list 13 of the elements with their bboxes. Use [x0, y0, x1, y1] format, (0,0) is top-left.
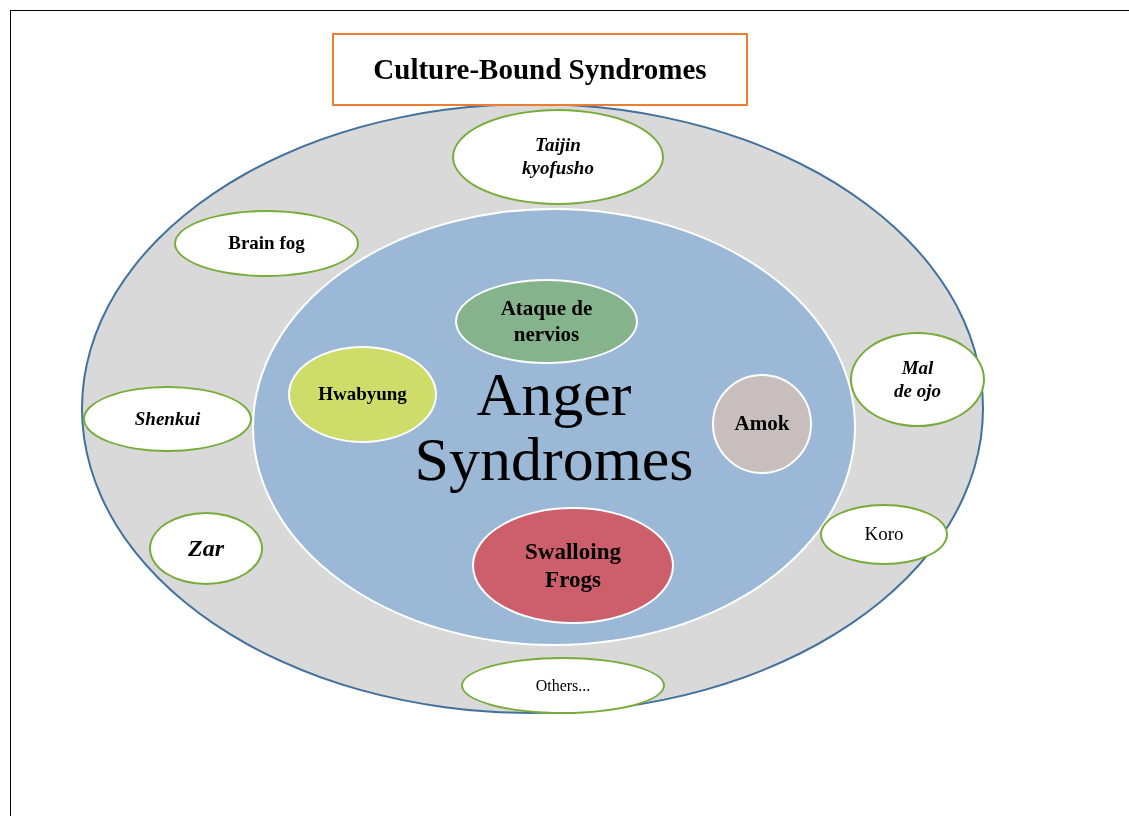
node-label: Zar: [188, 534, 224, 563]
node-label: Hwabyung: [318, 383, 407, 406]
node-label: Mal de ojo: [893, 356, 942, 403]
node-label: Koro: [864, 523, 904, 546]
node-label: Others...: [535, 675, 591, 696]
node-label: Ataque de nervios: [499, 296, 594, 347]
node-label: Anger Syndromes: [413, 361, 695, 493]
node-label: Amok: [734, 411, 790, 437]
node-label: Swalloing Frogs: [524, 537, 622, 594]
title-box: Culture-Bound Syndromes: [332, 33, 748, 106]
node-label: Taijin kyofusho: [521, 134, 595, 180]
node-label: Brain fog: [228, 232, 305, 255]
node-label: Shenkui: [134, 407, 201, 431]
